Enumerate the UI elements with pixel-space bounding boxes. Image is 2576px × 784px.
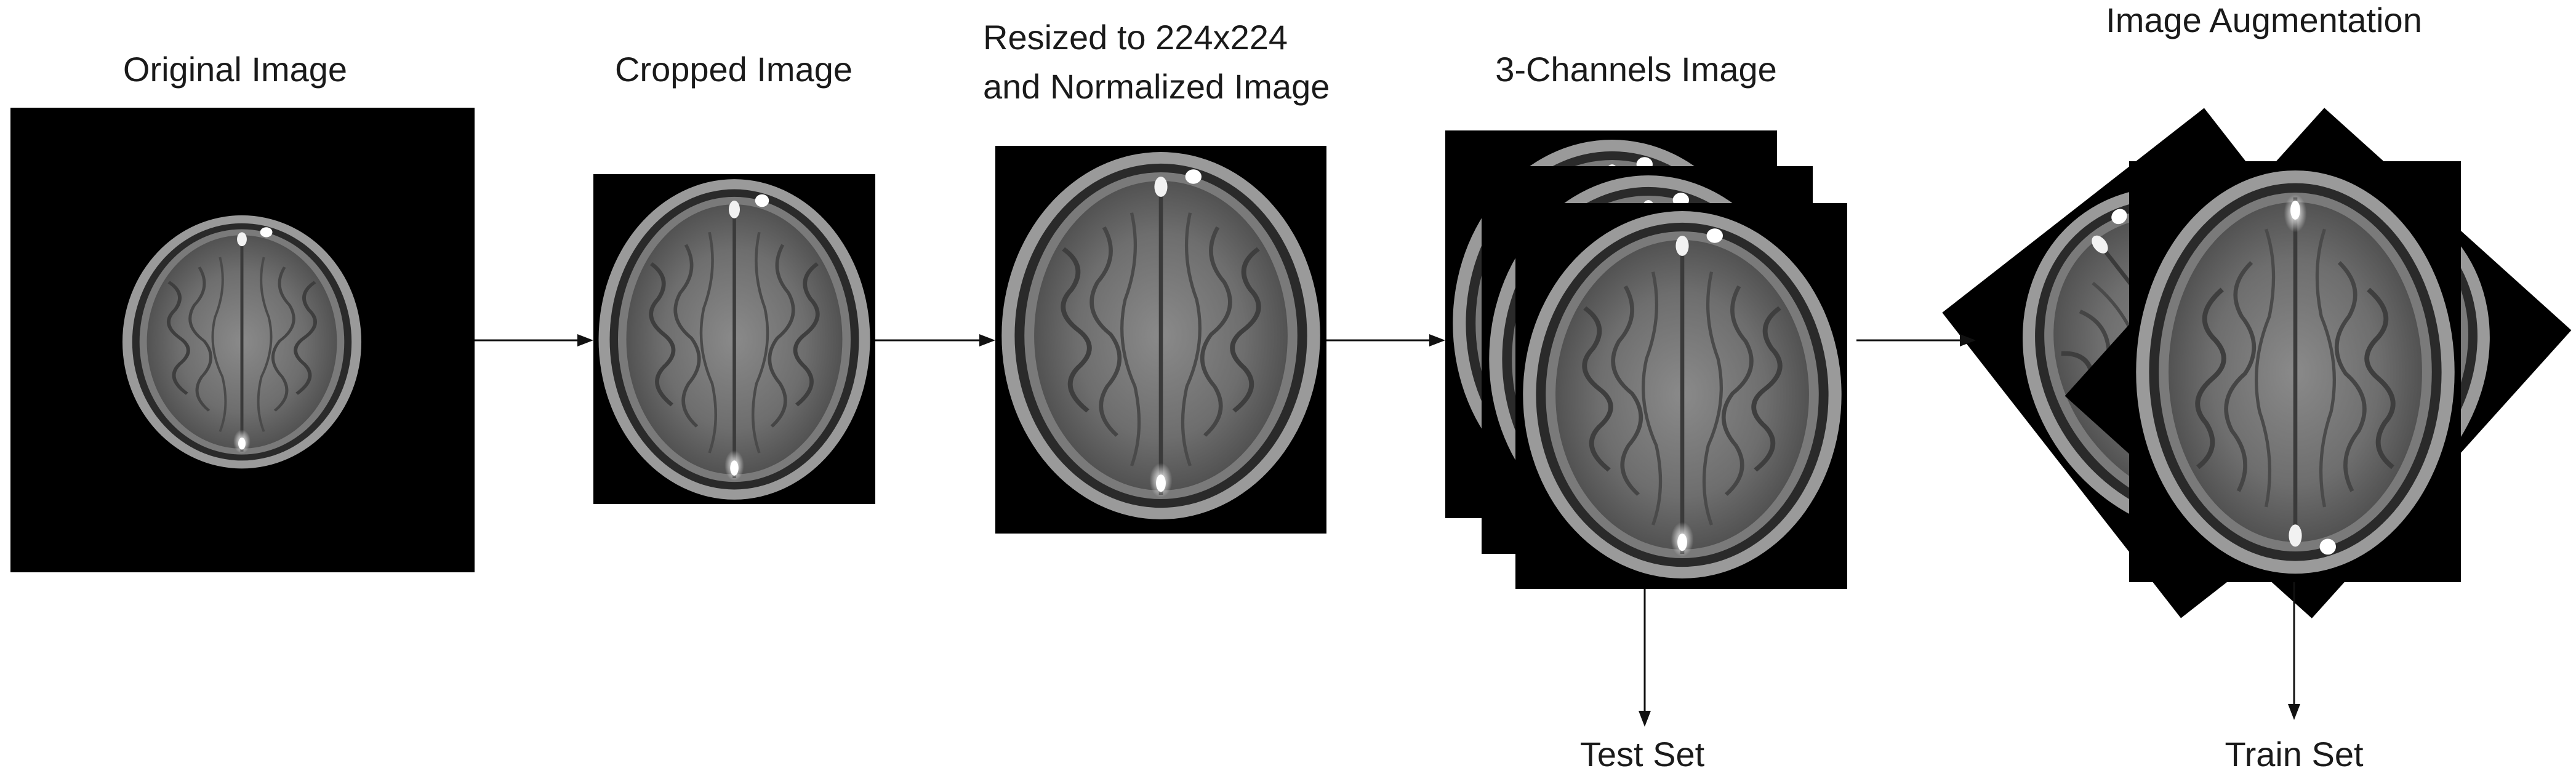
resized-image-panel — [995, 146, 1326, 534]
three-channels-stack — [1445, 130, 1847, 589]
arrow-original-to-cropped — [475, 334, 593, 346]
cropped-image-title: Cropped Image — [615, 50, 853, 89]
original-image-panel — [10, 108, 475, 572]
arrow-channels-to-augmentation — [1856, 334, 1976, 346]
arrow-to-train-set — [2288, 582, 2300, 720]
augmented-flipped — [2129, 161, 2461, 582]
three-channels-title: 3-Channels Image — [1495, 50, 1777, 89]
arrow-resized-to-channels — [1326, 334, 1445, 346]
augmentation-stack — [1942, 108, 2572, 618]
channel-layer-front — [1515, 203, 1847, 589]
arrow-to-test-set — [1639, 589, 1651, 727]
train-set-label: Train Set — [2225, 735, 2364, 774]
arrow-cropped-to-resized — [875, 334, 995, 346]
original-image-title: Original Image — [123, 50, 347, 89]
test-set-label: Test Set — [1580, 735, 1705, 774]
augmentation-title: Image Augmentation — [2106, 1, 2422, 39]
cropped-image-panel — [593, 174, 875, 504]
resized-title-line2: and Normalized Image — [983, 67, 1330, 106]
resized-title-line1: Resized to 224x224 — [983, 18, 1288, 57]
